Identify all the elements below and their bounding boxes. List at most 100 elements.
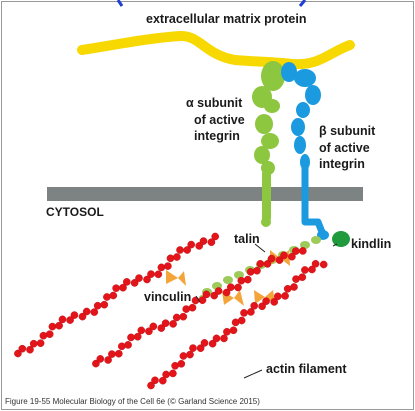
actin-monomer xyxy=(157,263,166,272)
actin-filaments xyxy=(14,232,328,390)
actin-monomer xyxy=(124,341,132,349)
kindlin-label: kindlin xyxy=(351,237,391,251)
actin-monomer xyxy=(130,279,139,287)
actin-monomer xyxy=(270,298,279,306)
alpha-label-line2: of active xyxy=(194,113,245,127)
beta-label-line3: integrin xyxy=(319,157,365,171)
actin-monomer xyxy=(202,290,211,299)
actin-monomer xyxy=(250,301,258,310)
actin-monomer xyxy=(29,339,38,348)
actin-monomer xyxy=(36,339,45,348)
actin-monomer xyxy=(229,326,238,335)
actin-monomer xyxy=(292,275,300,283)
actin-monomer xyxy=(188,303,197,312)
actin-monomer xyxy=(149,322,158,331)
actin-monomer xyxy=(158,376,167,385)
actin-monomer xyxy=(200,339,209,347)
actin-monomer xyxy=(177,359,186,368)
plasma-membrane xyxy=(47,187,363,201)
actin-filament-label: actin filament xyxy=(266,362,347,376)
actin-monomer xyxy=(112,284,120,293)
actin-monomer xyxy=(237,316,246,325)
top-blue-mark-right xyxy=(298,0,307,7)
actin-monomer xyxy=(288,252,296,261)
figure-caption: Figure 19-55 Molecular Biology of the Ce… xyxy=(5,397,260,406)
actin-monomer xyxy=(48,322,57,331)
actin-monomer xyxy=(191,296,200,305)
actin-monomer xyxy=(267,254,276,263)
actin-monomer xyxy=(234,283,242,292)
actin-monomer xyxy=(240,309,248,317)
actin-monomer xyxy=(210,291,218,300)
beta-label-line2: of active xyxy=(319,141,370,155)
actin-monomer xyxy=(135,274,143,282)
actin-monomer xyxy=(55,321,63,330)
actin-monomer xyxy=(173,253,181,261)
actin-monomer xyxy=(133,332,142,341)
actin-monomer xyxy=(187,240,195,249)
actin-monomer xyxy=(275,256,284,264)
actin-monomer xyxy=(45,330,54,339)
actin-monomer xyxy=(183,246,191,254)
actin-monomer xyxy=(247,308,255,316)
actin-monomer xyxy=(291,247,300,255)
actin-monomer xyxy=(18,344,27,353)
actin-monomer xyxy=(301,266,309,274)
actin-monomer xyxy=(92,359,100,368)
actin-monomer xyxy=(208,339,217,348)
actin-monomer xyxy=(179,312,188,321)
actin-monomer xyxy=(164,262,172,270)
actin-monomer xyxy=(82,307,91,316)
actin-monomer xyxy=(308,265,316,274)
actin-monomer xyxy=(222,288,231,297)
actin-monomer xyxy=(220,334,228,343)
actin-monomer xyxy=(118,342,126,351)
actin-monomer xyxy=(298,273,307,282)
kindlin-protein xyxy=(332,231,350,247)
actin-monomer xyxy=(258,302,266,311)
actin-monomer xyxy=(237,276,246,285)
cytosol-label: CYTOSOL xyxy=(46,205,104,219)
actin-monomer xyxy=(319,260,328,269)
ecm-label: extracellular matrix protein xyxy=(146,12,306,26)
actin-monomer xyxy=(199,237,208,245)
actin-monomer xyxy=(154,270,163,279)
actin-monomer xyxy=(127,333,135,342)
actin-monomer xyxy=(119,283,127,292)
alpha-label-line1: α subunit xyxy=(186,96,243,110)
actin-monomer xyxy=(14,349,22,358)
actin-monomer xyxy=(78,312,87,321)
actin-monomer xyxy=(283,284,292,293)
actin-monomer xyxy=(253,266,261,275)
actin-monomer xyxy=(108,350,116,358)
actin-monomer xyxy=(93,301,102,310)
actin-monomer xyxy=(256,259,265,268)
pointer-lines xyxy=(195,243,338,379)
actin-monomer xyxy=(290,283,298,291)
actin-monomer xyxy=(195,242,203,250)
actin-monomer xyxy=(162,370,170,379)
actin-monomer xyxy=(169,320,177,328)
actin-monomer xyxy=(214,287,223,295)
actin-monomer xyxy=(176,246,184,254)
actin-monomer xyxy=(226,283,235,292)
actin-monomer xyxy=(262,297,270,306)
actin-monomer xyxy=(39,331,48,340)
actin-monomer xyxy=(166,254,175,263)
actin-monomer xyxy=(172,313,181,322)
alpha-label-line3: integrin xyxy=(194,129,240,143)
beta-label-line1: β subunit xyxy=(319,124,376,138)
actin-monomer xyxy=(223,327,231,336)
actin-monomer xyxy=(311,259,320,268)
actin-monomer xyxy=(147,381,155,390)
actin-monomer xyxy=(182,305,190,313)
actin-monomer xyxy=(123,278,131,286)
actin-monomer xyxy=(207,238,216,246)
actin-monomer xyxy=(103,293,111,301)
actin-monomer xyxy=(161,319,170,328)
actin-monomer xyxy=(273,292,282,301)
actin-monomer xyxy=(169,369,177,378)
beta-integrin-subunit xyxy=(281,62,329,240)
actin-monomer xyxy=(298,247,307,255)
